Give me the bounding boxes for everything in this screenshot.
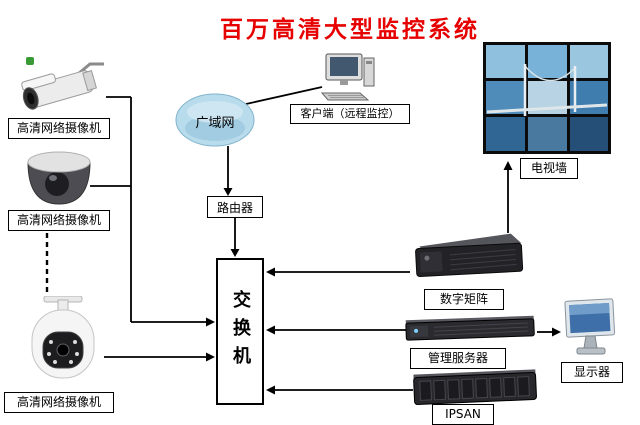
switch-label: 交换机 [230, 289, 251, 374]
cloud-icon [175, 93, 255, 147]
client-label: 客户端（远程监控） [290, 104, 410, 124]
monitor-icon [564, 298, 616, 355]
management-server-label: 管理服务器 [410, 348, 506, 369]
router-node: 路由器 [207, 196, 263, 218]
digital-matrix-icon [415, 233, 524, 277]
wan-label: 广域网 [195, 115, 235, 131]
diagram-title: 百万高清大型监控系统 [220, 17, 480, 43]
management-server-icon [405, 315, 535, 341]
tv-wall-icon [483, 42, 611, 154]
camera-1-label: 高清网络摄像机 [8, 118, 110, 139]
monitor-label: 显示器 [561, 362, 623, 383]
camera-2-label: 高清网络摄像机 [8, 210, 110, 231]
wan-cloud: 广域网 [174, 92, 256, 150]
dome-camera-icon [27, 151, 91, 205]
matrix-label: 数字矩阵 [424, 289, 504, 310]
ipsan-label: IPSAN [432, 404, 494, 425]
brand-mark-icon [26, 57, 34, 65]
bullet-camera-icon [21, 57, 104, 110]
client-computer-icon [320, 53, 375, 101]
ptz-camera-icon [31, 296, 95, 379]
switch-node: 交换机 [216, 258, 264, 405]
tv-wall-label: 电视墙 [520, 158, 578, 179]
camera-3-label: 高清网络摄像机 [4, 392, 114, 413]
ipsan-storage-icon [413, 369, 537, 406]
